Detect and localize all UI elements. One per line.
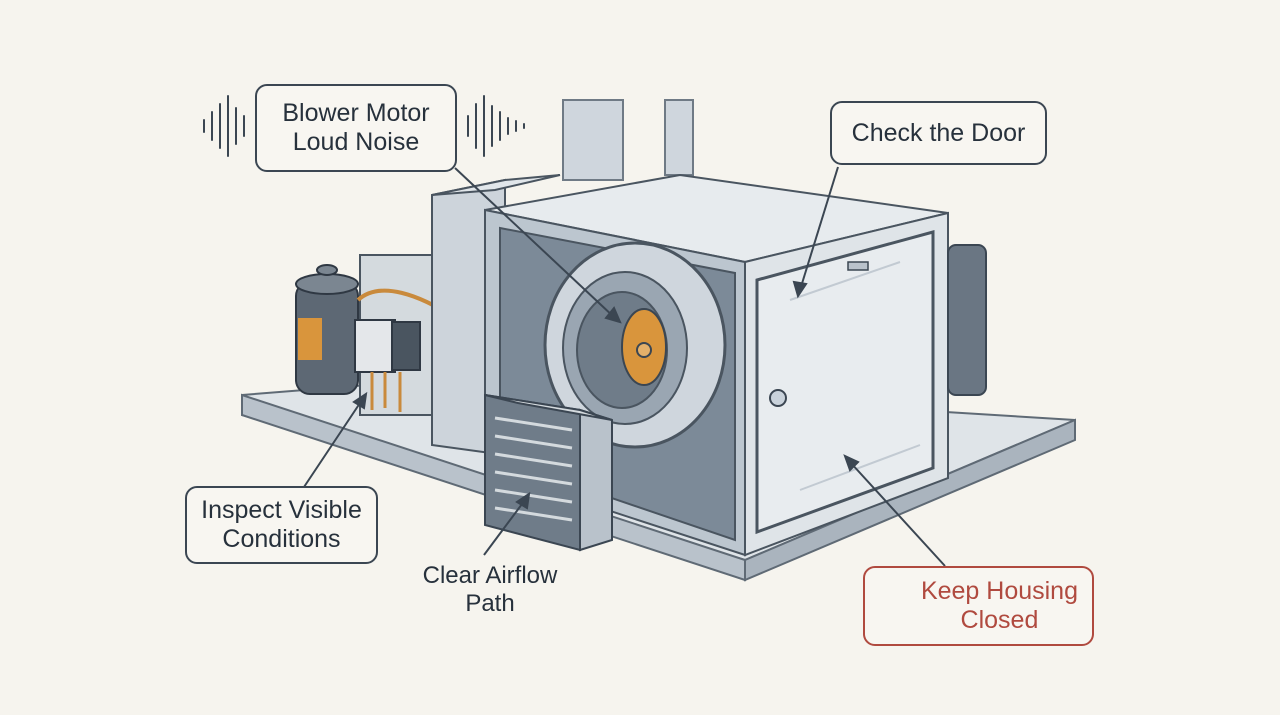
- housing-callout-line1: Keep Housing: [920, 577, 1078, 605]
- sound-wave-icon: [203, 95, 525, 157]
- compressor: [295, 264, 359, 395]
- return-grille: [484, 393, 613, 552]
- blower-motor-callout: Blower Motor Loud Noise: [255, 84, 457, 172]
- duct-pipes: [562, 99, 694, 181]
- access-door: [755, 230, 935, 535]
- blower-callout-line2: Loud Noise: [292, 128, 420, 156]
- inspect-callout-line2: Conditions: [222, 525, 341, 553]
- keep-housing-closed-callout: Keep Housing Closed: [863, 566, 1094, 646]
- check-door-callout: Check the Door: [830, 101, 1047, 165]
- airflow-label: Clear Airflow Path: [410, 562, 570, 618]
- airflow-label-line2: Path: [465, 590, 515, 617]
- leader-lines: [303, 166, 946, 567]
- inspect-conditions-callout: Inspect Visible Conditions: [185, 486, 378, 564]
- door-callout-line1: Check the Door: [851, 118, 1026, 147]
- inspect-callout-line1: Inspect Visible: [201, 496, 362, 524]
- electrical-panel: [354, 254, 478, 416]
- blower-callout-line1: Blower Motor: [282, 99, 430, 127]
- airflow-label-line1: Clear Airflow: [422, 562, 558, 589]
- housing-callout-line2: Closed: [960, 606, 1039, 634]
